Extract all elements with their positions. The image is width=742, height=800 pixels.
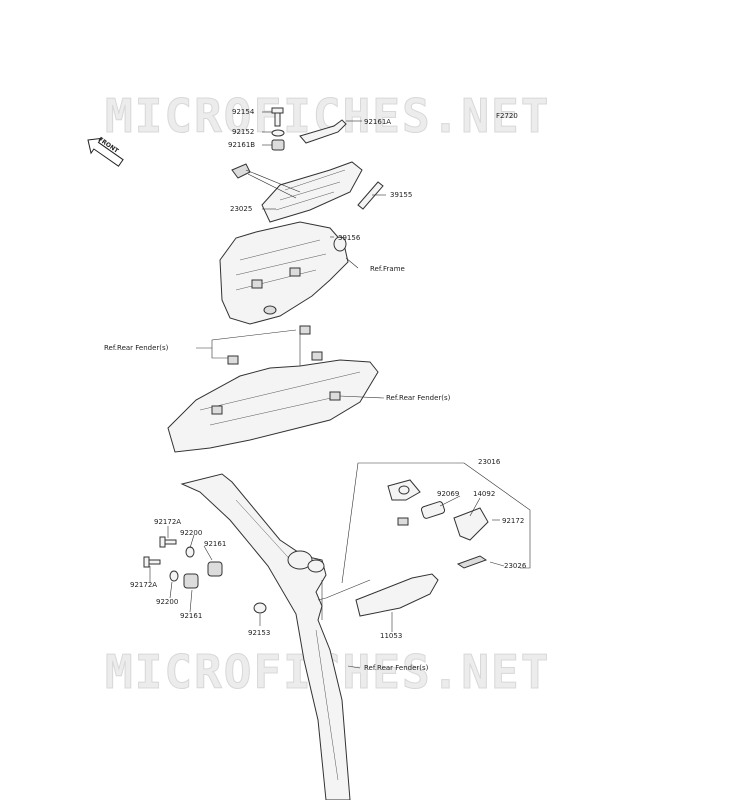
plate-bracket-11053 [355,573,439,617]
callout-92161A-top: 92161A [364,118,391,126]
callout-11053: 11053 [380,632,402,640]
bolt-92172A-1 [159,536,177,548]
bracket-92161A [299,119,347,144]
washer-92200-2 [169,570,179,582]
page-code: F2720 [496,112,518,120]
bolt-92172A-2 [143,556,161,568]
callout-23025: 23025 [230,205,252,213]
callout-92161B: 92161B [228,141,255,149]
callout-23016: 23016 [478,458,501,466]
tail-light-23025 [231,161,363,223]
callout-92172A-1: 92172A [154,518,181,526]
tail-bracket [219,221,349,325]
grommet-92161-1 [207,561,223,577]
rear-fender [167,325,379,453]
washer-92200-1 [185,546,195,558]
nut-92153 [253,602,267,614]
watermark-top: MICROFICHES.NET [105,89,550,143]
license-bracket [180,473,351,800]
callout-92152: 92152 [232,128,254,136]
washer-92152 [271,129,285,137]
callout-ref-rear-fender-2: Ref.Rear Fender(s) [386,394,451,402]
callout-92200-1: 92200 [180,529,202,537]
callout-92200-2: 92200 [156,598,178,606]
callout-92161-1: 92161 [204,540,226,548]
callout-39155: 39155 [390,191,412,199]
callout-14092: 14092 [473,490,495,498]
front-arrow-icon [87,137,124,167]
reflector-39155 [357,181,384,210]
callout-92069: 92069 [437,490,459,498]
callout-ref-rear-fender-1: Ref.Rear Fender(s) [104,344,169,352]
callout-92172: 92172 [502,517,524,525]
callout-92161-2: 92161 [180,612,202,620]
leader-lines [149,111,531,669]
callout-92153: 92153 [248,629,270,637]
callout-ref-frame: Ref.Frame [370,265,405,273]
callout-ref-rear-fender-3: Ref.Rear Fender(s) [364,664,429,672]
grommet-92161B [271,139,285,151]
callout-92172A-2: 92172A [130,581,157,589]
grommet-92161-2 [183,573,199,589]
callout-23026: 23026 [504,562,527,570]
callout-92154: 92154 [232,108,255,116]
callout-39156: 39156 [338,234,361,242]
bolt-92154 [271,107,284,127]
license-light-23016 [387,479,489,569]
